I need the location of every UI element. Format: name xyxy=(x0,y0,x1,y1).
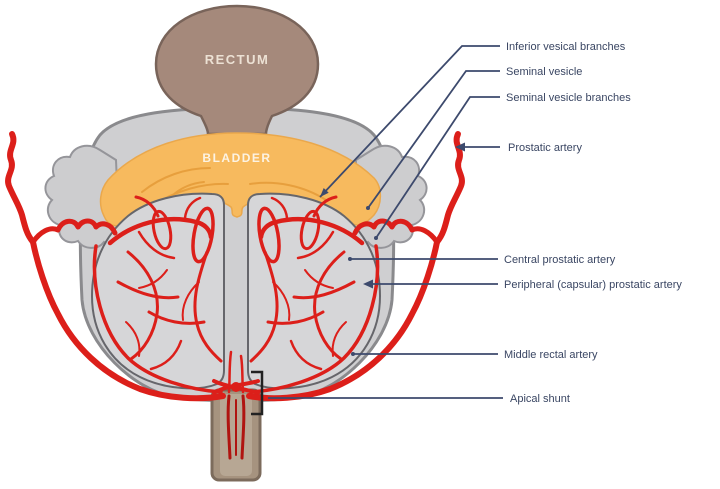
label-peripheral-prostatic-artery: Peripheral (capsular) prostatic artery xyxy=(504,279,682,291)
arrowhead-peripheral-prostatic-artery xyxy=(363,279,373,289)
rectum: RECTUM xyxy=(154,4,320,136)
label-prostatic-artery: Prostatic artery xyxy=(508,142,582,154)
leader-lines xyxy=(268,45,503,399)
label-central-prostatic-artery: Central prostatic artery xyxy=(504,254,616,266)
arrowhead-prostatic-artery xyxy=(455,142,465,152)
apical-knot xyxy=(231,382,241,392)
label-inferior-vesical-branches: Inferior vesical branches xyxy=(506,41,626,53)
arrowhead-inferior-vesical xyxy=(320,188,329,197)
dot-middle-rectal-artery xyxy=(351,352,355,356)
dot-seminal-vesicle-branches xyxy=(374,236,378,240)
bladder-label: BLADDER xyxy=(202,151,271,165)
dot-seminal-vesicle xyxy=(366,206,370,210)
prostatic-artery-left xyxy=(5,131,226,402)
prostate-lobe-right xyxy=(247,192,382,390)
prostate-lobe-left xyxy=(90,192,225,390)
apical-shunt-vessels xyxy=(212,350,260,460)
label-apical-shunt: Apical shunt xyxy=(510,393,570,405)
label-seminal-vesicle: Seminal vesicle xyxy=(506,66,582,78)
left-lobe-arteries xyxy=(116,206,223,371)
label-middle-rectal-artery: Middle rectal artery xyxy=(504,349,598,361)
rectum-label: RECTUM xyxy=(205,52,270,67)
apical-shunt-bracket xyxy=(251,370,264,416)
leader-seminal-vesicle-branches xyxy=(375,96,500,239)
right-lobe-arteries xyxy=(249,206,356,371)
dot-central-prostatic-artery xyxy=(348,257,352,261)
label-seminal-vesicle-branches: Seminal vesicle branches xyxy=(506,92,631,104)
annotation-labels: Inferior vesical branches Seminal vesicl… xyxy=(504,41,682,405)
leader-inferior-vesical-branches xyxy=(319,45,500,198)
leader-seminal-vesicle xyxy=(367,70,500,209)
